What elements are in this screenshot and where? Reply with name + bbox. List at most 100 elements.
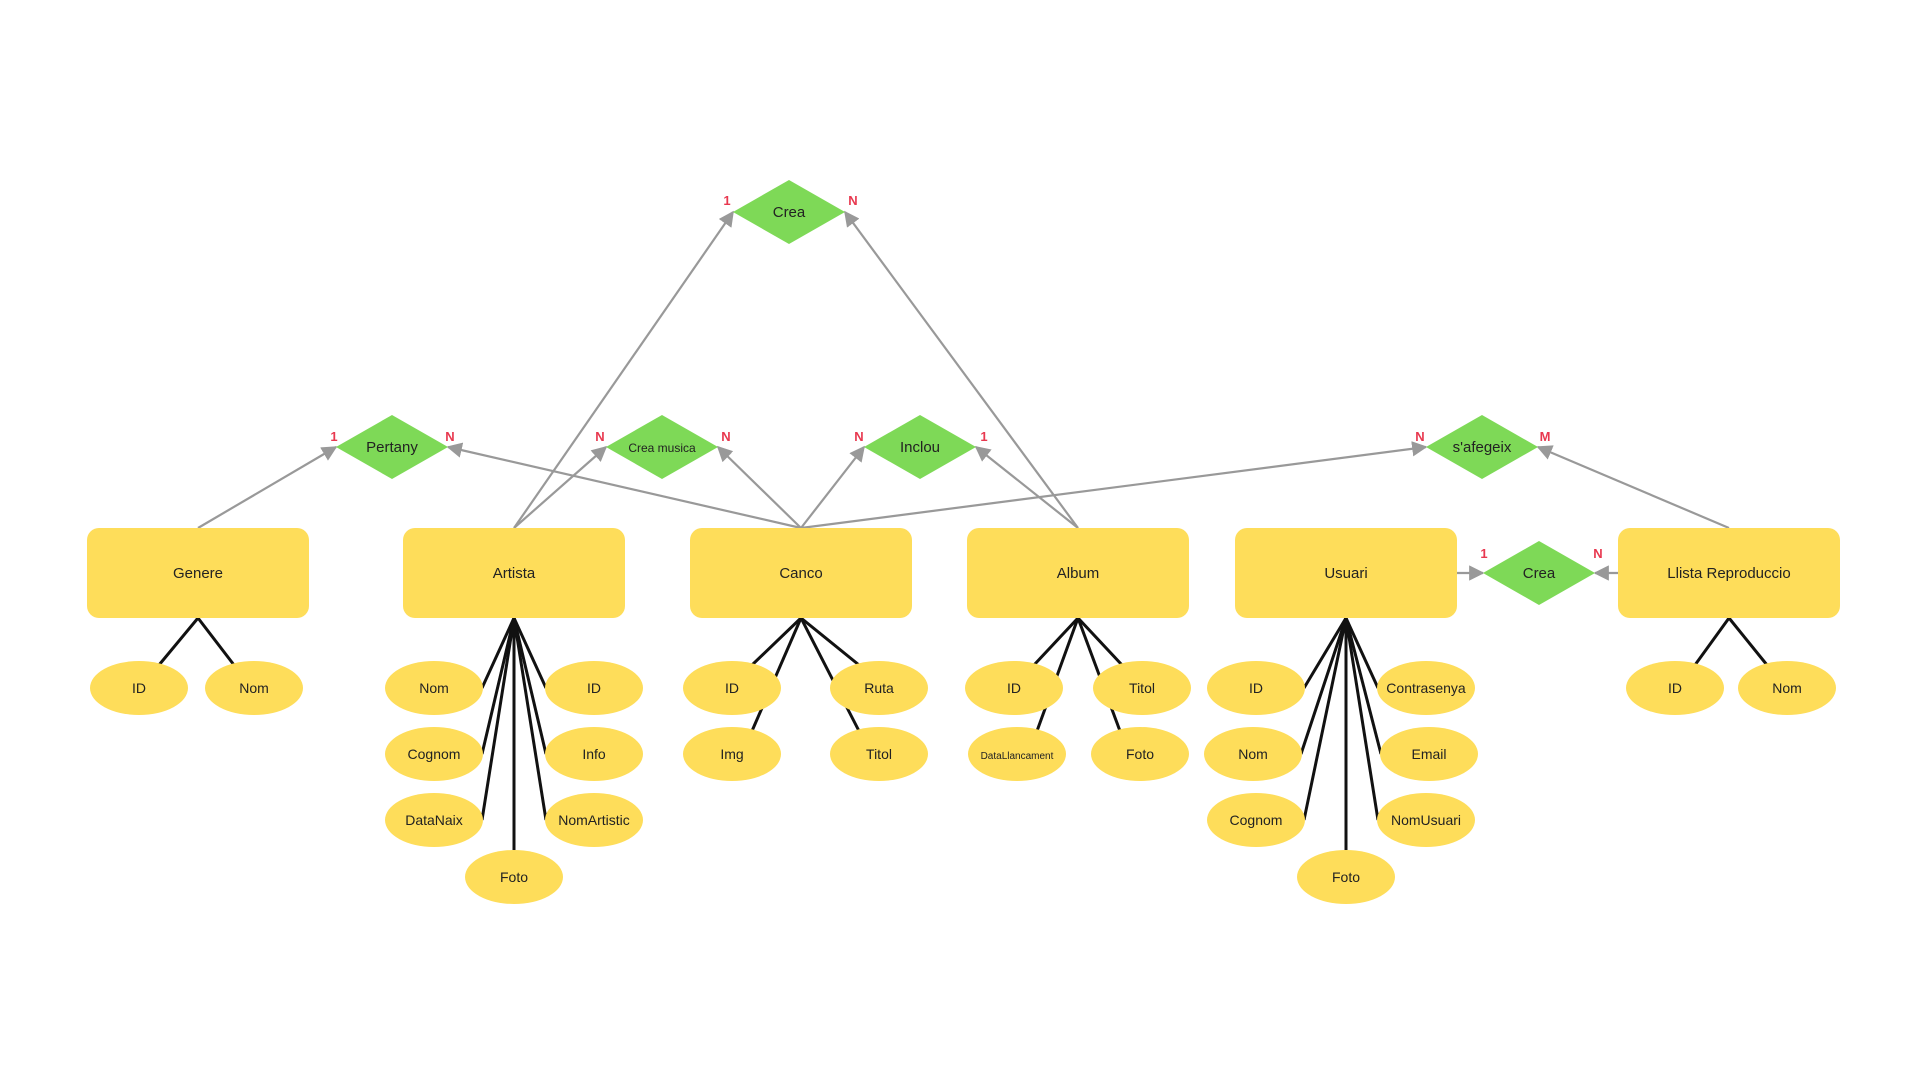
- attribute-label-canco-ruta: Ruta: [864, 680, 894, 696]
- entity-genere[interactable]: [87, 528, 309, 618]
- attribute-connector-artista-cognom: [480, 617, 516, 755]
- attribute-usuari-nomusuari[interactable]: [1377, 793, 1475, 847]
- entity-llista[interactable]: [1618, 528, 1840, 618]
- attribute-usuari-foto[interactable]: [1297, 850, 1395, 904]
- relationship-label-crea_llista: Crea: [1523, 565, 1556, 582]
- attribute-label-artista-id: ID: [587, 680, 601, 696]
- attribute-connector-canco-img: [750, 617, 803, 732]
- attribute-canco-img[interactable]: [683, 727, 781, 781]
- attribute-album-id[interactable]: [965, 661, 1063, 715]
- cardinality-llista-crea_llista: N: [1593, 546, 1602, 561]
- attribute-connector-llista-nom: [1727, 617, 1769, 666]
- entity-label-usuari: Usuari: [1324, 565, 1367, 582]
- cardinality-canco-inclou: N: [854, 429, 863, 444]
- attribute-connector-canco-ruta: [800, 616, 860, 667]
- attribute-artista-info[interactable]: [545, 727, 643, 781]
- link-canco-inclou: [800, 445, 865, 529]
- attribute-usuari-cognom[interactable]: [1207, 793, 1305, 847]
- entity-canco[interactable]: [690, 528, 912, 618]
- attribute-artista-datanaix[interactable]: [385, 793, 483, 847]
- attribute-connector-album-id: [1032, 616, 1080, 667]
- entity-label-album: Album: [1057, 565, 1100, 582]
- attribute-label-usuari-contrasenya: Contrasenya: [1386, 680, 1466, 696]
- relationship-links: [197, 210, 1730, 581]
- attribute-label-llista-id: ID: [1668, 680, 1682, 696]
- cardinality-canco-pertany: N: [445, 429, 454, 444]
- link-canco-safegeix: [800, 441, 1428, 530]
- attribute-connector-usuari-cognom: [1302, 617, 1348, 821]
- attribute-label-genere-id: ID: [132, 680, 146, 696]
- attribute-label-album-id: ID: [1007, 680, 1021, 696]
- attribute-llista-nom[interactable]: [1738, 661, 1836, 715]
- attribute-label-llista-nom: Nom: [1772, 680, 1802, 696]
- attribute-album-datallancament[interactable]: [968, 727, 1066, 781]
- attribute-artista-nom[interactable]: [385, 661, 483, 715]
- cardinality-canco-safegeix: N: [1415, 429, 1424, 444]
- attribute-canco-ruta[interactable]: [830, 661, 928, 715]
- attribute-label-genere-nom: Nom: [239, 680, 269, 696]
- attribute-canco-id[interactable]: [683, 661, 781, 715]
- attribute-label-canco-img: Img: [720, 746, 743, 762]
- entity-album[interactable]: [967, 528, 1189, 618]
- attribute-genere-nom[interactable]: [205, 661, 303, 715]
- attribute-label-album-foto: Foto: [1126, 746, 1154, 762]
- attribute-connector-genere-nom: [196, 617, 236, 666]
- cardinality-llista-safegeix: M: [1540, 429, 1551, 444]
- entity-label-llista: Llista Reproduccio: [1667, 565, 1790, 582]
- attribute-artista-nomartistic[interactable]: [545, 793, 643, 847]
- relationship-crea_musica[interactable]: [606, 415, 718, 479]
- attribute-label-usuari-id: ID: [1249, 680, 1263, 696]
- entity-artista[interactable]: [403, 528, 625, 618]
- attribute-usuari-contrasenya[interactable]: [1377, 661, 1475, 715]
- attribute-connector-usuari-email: [1344, 617, 1383, 755]
- cardinality-artista-crea_musica: N: [595, 429, 604, 444]
- attribute-artista-cognom[interactable]: [385, 727, 483, 781]
- attribute-label-artista-nom: Nom: [419, 680, 449, 696]
- attribute-usuari-nom[interactable]: [1204, 727, 1302, 781]
- attribute-label-usuari-nomusuari: NomUsuari: [1391, 812, 1461, 828]
- link-album-crea_top: [844, 210, 1079, 529]
- attribute-label-canco-titol: Titol: [866, 746, 892, 762]
- attribute-connector-usuari-nomusuari: [1344, 617, 1380, 821]
- attribute-artista-id[interactable]: [545, 661, 643, 715]
- link-canco-pertany: [446, 442, 802, 530]
- relationship-pertany[interactable]: [336, 415, 448, 479]
- attribute-label-artista-foto: Foto: [500, 869, 528, 885]
- cardinality-artista-crea_top: 1: [723, 193, 730, 208]
- relationship-label-crea_musica: Crea musica: [628, 441, 696, 455]
- attribute-label-usuari-foto: Foto: [1332, 869, 1360, 885]
- attribute-connector-llista-id: [1693, 617, 1731, 666]
- attribute-usuari-id[interactable]: [1207, 661, 1305, 715]
- entity-usuari[interactable]: [1235, 528, 1457, 618]
- attribute-llista-id[interactable]: [1626, 661, 1724, 715]
- relationship-label-pertany: Pertany: [366, 439, 418, 456]
- attribute-connector-usuari-id: [1302, 617, 1348, 689]
- link-genere-pertany: [197, 446, 338, 529]
- relationship-crea_top[interactable]: [733, 180, 845, 244]
- link-artista-crea_musica: [513, 445, 608, 529]
- attribute-label-artista-cognom: Cognom: [408, 746, 461, 762]
- attribute-connector-artista-id: [512, 617, 548, 689]
- attribute-label-canco-id: ID: [725, 680, 739, 696]
- relationship-crea_llista[interactable]: [1483, 541, 1595, 605]
- attribute-connector-artista-info: [512, 617, 548, 755]
- attribute-connector-album-datallancament: [1035, 617, 1080, 732]
- link-canco-crea_musica: [716, 445, 802, 529]
- attribute-album-titol[interactable]: [1093, 661, 1191, 715]
- attribute-album-foto[interactable]: [1091, 727, 1189, 781]
- cardinality-genere-pertany: 1: [330, 429, 337, 444]
- relationship-safegeix[interactable]: [1426, 415, 1538, 479]
- attribute-usuari-email[interactable]: [1380, 727, 1478, 781]
- relationship-label-crea_top: Crea: [773, 204, 806, 221]
- relationship-label-inclou: Inclou: [900, 439, 940, 456]
- attribute-artista-foto[interactable]: [465, 850, 563, 904]
- attribute-connector-usuari-nom: [1299, 617, 1348, 755]
- relationship-label-safegeix: s'afegeix: [1453, 439, 1512, 456]
- attribute-genere-id[interactable]: [90, 661, 188, 715]
- relationship-inclou[interactable]: [864, 415, 976, 479]
- attribute-label-usuari-nom: Nom: [1238, 746, 1268, 762]
- cardinality-canco-crea_musica: N: [721, 429, 730, 444]
- attribute-canco-titol[interactable]: [830, 727, 928, 781]
